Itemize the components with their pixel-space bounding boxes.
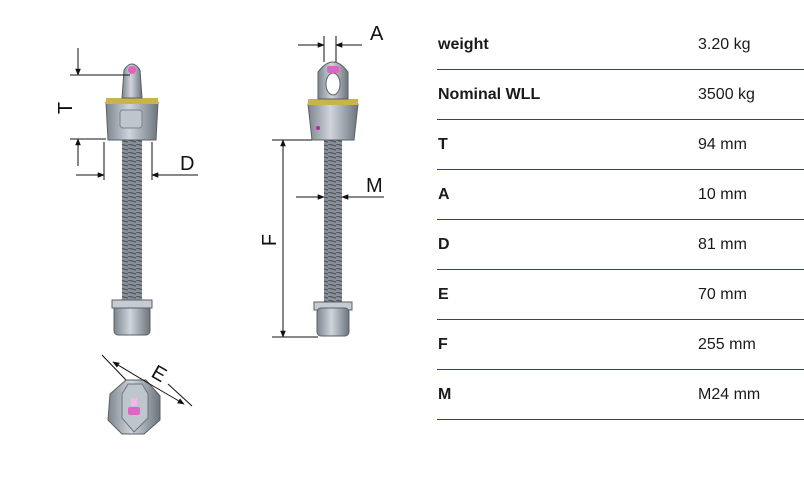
- eye-hole: [128, 66, 136, 74]
- label-F: F: [259, 234, 281, 246]
- label-D: D: [180, 153, 194, 175]
- threaded-rod: [122, 138, 142, 308]
- dimension-F: [272, 139, 318, 338]
- pin-accent: [327, 66, 339, 73]
- eyebolt-front-view: [105, 63, 159, 336]
- spec-value: 10 mm: [698, 169, 804, 220]
- spec-value: 94 mm: [698, 119, 804, 170]
- spec-value: 255 mm: [698, 319, 804, 370]
- spec-name: D: [437, 219, 698, 270]
- spec-value: 70 mm: [698, 269, 804, 320]
- spec-value: 3500 kg: [698, 69, 804, 120]
- base-body-side: [307, 103, 359, 141]
- label-A: A: [370, 23, 384, 45]
- dimension-E: [101, 354, 193, 407]
- spec-name: Nominal WLL: [437, 69, 698, 120]
- label-T: T: [55, 102, 77, 114]
- top-accent: [128, 407, 140, 415]
- dimension-D: [76, 142, 198, 180]
- label-M: M: [366, 175, 383, 197]
- spec-value: M24 mm: [698, 369, 804, 420]
- eyebolt-top-view: [107, 379, 161, 435]
- collar-ring: [106, 98, 158, 104]
- spec-value: 81 mm: [698, 219, 804, 270]
- hex-nut-side: [316, 307, 350, 337]
- spec-name: weight: [437, 20, 698, 70]
- spec-name: E: [437, 269, 698, 320]
- spec-name: M: [437, 369, 698, 420]
- eye-stem: [121, 63, 143, 99]
- threaded-rod-side: [324, 138, 342, 306]
- spec-name: A: [437, 169, 698, 220]
- dimension-A: [298, 36, 362, 62]
- label-E: E: [148, 361, 171, 387]
- technical-drawing: T D A M F: [55, 23, 384, 435]
- spec-name: T: [437, 119, 698, 170]
- hex-nut: [113, 304, 151, 336]
- spec-name: F: [437, 319, 698, 370]
- dimension-T: [70, 48, 130, 166]
- spec-value: 3.20 kg: [698, 20, 804, 70]
- eyebolt-side-view: [307, 61, 359, 337]
